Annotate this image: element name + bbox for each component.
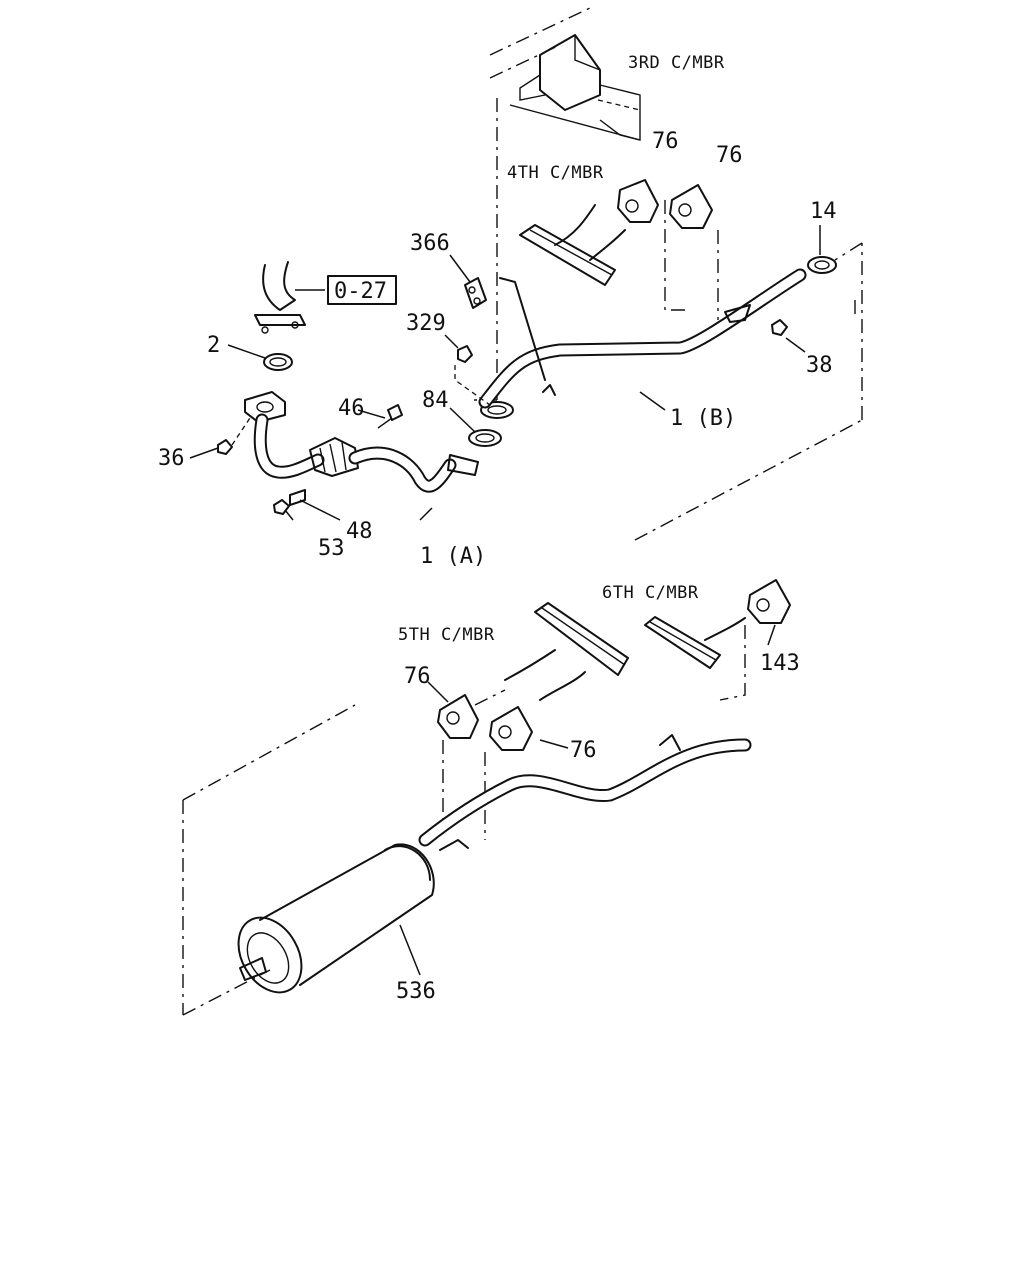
callout-1a: 1 (A)	[420, 544, 486, 569]
tail-pipe	[418, 734, 752, 851]
fourth-crossmember	[519, 204, 626, 286]
crossmember-5th-label: 5TH C/MBR	[398, 625, 495, 645]
hanger-rubber-lower-right	[489, 706, 533, 751]
callout-76-lower-right: 76	[570, 738, 597, 763]
gasket-ring-icon	[263, 353, 293, 371]
callout-2: 2	[207, 333, 220, 358]
bolt-46-icon	[377, 404, 403, 429]
callout-36: 36	[158, 446, 185, 471]
nut-36-icon	[217, 439, 233, 455]
crossmember-4th-label: 4TH C/MBR	[507, 163, 604, 183]
hanger-143-icon	[747, 579, 791, 624]
callout-143: 143	[760, 651, 800, 676]
spring-48-icon	[289, 489, 306, 506]
callout-46: 46	[338, 396, 365, 421]
crossmember-6th-label: 6TH C/MBR	[602, 583, 699, 603]
nut-38-icon	[771, 319, 788, 336]
part-callouts: 3RD C/MBR 4TH C/MBR 5TH C/MBR 6TH C/MBR …	[158, 53, 837, 1004]
gasket-84-icon	[468, 429, 502, 447]
sixth-crossmember	[644, 616, 746, 669]
callout-366: 366	[410, 231, 450, 256]
third-crossmember	[509, 34, 641, 141]
lower-frame-outline	[182, 625, 746, 1016]
callout-84: 84	[422, 388, 449, 413]
callout-48: 48	[346, 519, 373, 544]
callout-536: 536	[396, 979, 436, 1004]
callout-38: 38	[806, 353, 833, 378]
nut-329-icon	[457, 345, 473, 363]
reference-label: 0-27	[334, 279, 387, 304]
callout-76-upper-right: 76	[716, 143, 743, 168]
callout-76-upper-left: 76	[652, 129, 679, 154]
reference-box: 0-27	[327, 275, 397, 305]
nut-53-icon	[273, 499, 290, 515]
callout-329: 329	[406, 311, 446, 336]
callout-14: 14	[810, 199, 837, 224]
callout-53: 53	[318, 536, 345, 561]
hanger-366-icon	[464, 277, 487, 309]
fifth-crossmember	[504, 602, 629, 701]
crossmember-3rd-label: 3RD C/MBR	[628, 53, 725, 73]
muffler-536	[237, 843, 435, 994]
callout-76-lower-left: 76	[404, 664, 431, 689]
intermediate-pipe-1b	[478, 268, 807, 409]
hanger-rubber-upper-right	[669, 184, 713, 229]
front-pipe-1a	[244, 391, 479, 493]
manifold-pipe-stub	[254, 261, 306, 334]
gasket-14-icon	[807, 256, 837, 274]
callout-1b: 1 (B)	[670, 406, 736, 431]
hanger-rubber-upper-left	[617, 179, 659, 223]
hanger-rubber-lower-left	[437, 694, 479, 739]
